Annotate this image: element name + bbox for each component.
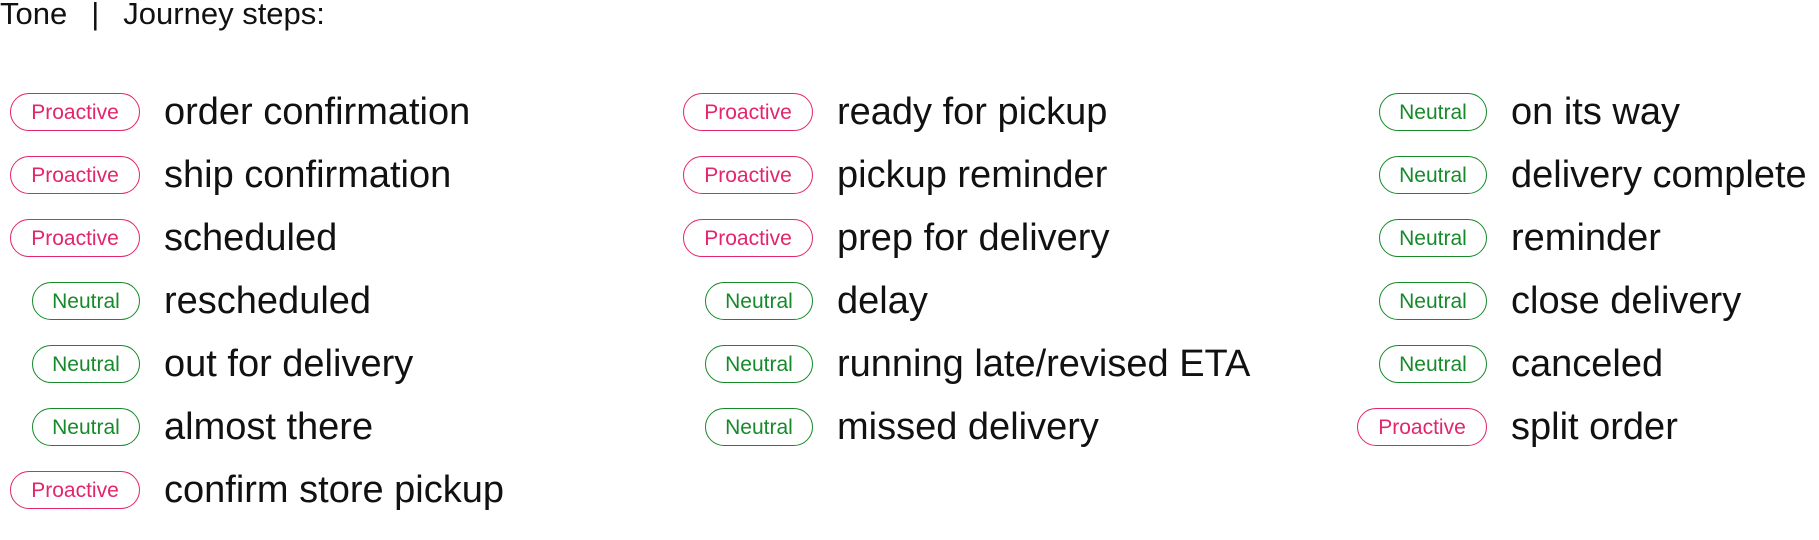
journey-column-1: Proactive order confirmation Proactive s… — [10, 93, 504, 534]
journey-column-2: Proactive ready for pickup Proactive pic… — [683, 93, 1250, 471]
journey-step-row: Neutral out for delivery — [10, 345, 504, 408]
tone-badge-neutral: Neutral — [1379, 219, 1487, 257]
journey-step-row: Proactive ship confirmation — [10, 156, 504, 219]
journey-step-row: Neutral on its way — [1357, 93, 1807, 156]
tone-badge-proactive: Proactive — [1357, 408, 1487, 446]
journey-step-row: Neutral canceled — [1357, 345, 1807, 408]
journey-step-label: almost there — [164, 406, 374, 448]
tone-badge-proactive: Proactive — [10, 219, 140, 257]
journey-step-row: Proactive confirm store pickup — [10, 471, 504, 534]
journey-step-label: prep for delivery — [837, 217, 1110, 259]
journey-step-row: Neutral delay — [683, 282, 1250, 345]
tone-badge-neutral: Neutral — [1379, 156, 1487, 194]
journey-step-row: Neutral delivery complete — [1357, 156, 1807, 219]
journey-step-label: canceled — [1511, 343, 1664, 385]
tone-badge-neutral: Neutral — [1379, 93, 1487, 131]
journey-step-label: pickup reminder — [837, 154, 1108, 196]
tone-badge-neutral: Neutral — [705, 408, 813, 446]
journey-step-label: split order — [1511, 406, 1678, 448]
journey-step-row: Neutral close delivery — [1357, 282, 1807, 345]
tone-badge-neutral: Neutral — [32, 408, 140, 446]
journey-step-row: Proactive ready for pickup — [683, 93, 1250, 156]
journey-step-label: running late/revised ETA — [837, 343, 1251, 385]
tone-badge-neutral: Neutral — [32, 345, 140, 383]
tone-badge-neutral: Neutral — [32, 282, 140, 320]
journey-step-label: delivery complete — [1511, 154, 1807, 196]
header-separator: | — [91, 0, 100, 31]
journey-step-label: ship confirmation — [164, 154, 452, 196]
journey-step-row: Proactive scheduled — [10, 219, 504, 282]
journey-step-row: Neutral reminder — [1357, 219, 1807, 282]
journey-step-row: Neutral rescheduled — [10, 282, 504, 345]
journey-step-row: Neutral almost there — [10, 408, 504, 471]
journey-step-label: reminder — [1511, 217, 1661, 259]
journey-step-label: scheduled — [164, 217, 338, 259]
tone-badge-proactive: Proactive — [10, 156, 140, 194]
journey-step-label: order confirmation — [164, 91, 471, 133]
journey-step-row: Proactive split order — [1357, 408, 1807, 471]
tone-badge-proactive: Proactive — [683, 219, 813, 257]
journey-step-label: on its way — [1511, 91, 1680, 133]
journey-step-row: Proactive prep for delivery — [683, 219, 1250, 282]
journey-step-label: confirm store pickup — [164, 469, 505, 511]
journey-step-row: Proactive order confirmation — [10, 93, 504, 156]
legend-header: Tone | Journey steps: — [0, 0, 325, 34]
tone-badge-proactive: Proactive — [10, 471, 140, 509]
journey-step-row: Proactive pickup reminder — [683, 156, 1250, 219]
journey-step-label: rescheduled — [164, 280, 372, 322]
journey-step-row: Neutral running late/revised ETA — [683, 345, 1250, 408]
tone-badge-neutral: Neutral — [1379, 345, 1487, 383]
journey-step-label: missed delivery — [837, 406, 1099, 448]
tone-badge-neutral: Neutral — [1379, 282, 1487, 320]
tone-badge-neutral: Neutral — [705, 345, 813, 383]
tone-heading: Tone — [0, 0, 68, 31]
tone-badge-neutral: Neutral — [705, 282, 813, 320]
journey-step-label: out for delivery — [164, 343, 414, 385]
journey-step-label: ready for pickup — [837, 91, 1108, 133]
tone-badge-proactive: Proactive — [683, 93, 813, 131]
journey-step-row: Neutral missed delivery — [683, 408, 1250, 471]
journey-column-3: Neutral on its way Neutral delivery comp… — [1357, 93, 1807, 471]
journey-step-label: delay — [837, 280, 928, 322]
journey-steps-heading: Journey steps: — [123, 0, 325, 31]
tone-badge-proactive: Proactive — [10, 93, 140, 131]
journey-step-label: close delivery — [1511, 280, 1742, 322]
tone-badge-proactive: Proactive — [683, 156, 813, 194]
